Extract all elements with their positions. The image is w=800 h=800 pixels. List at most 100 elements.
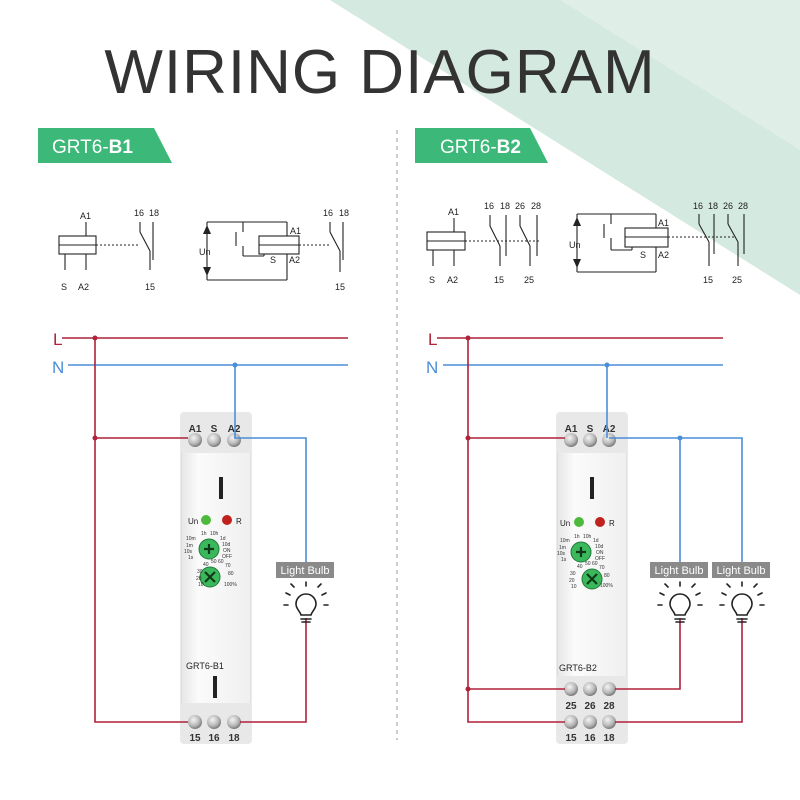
- b1-bulb-label: Light Bulb: [281, 565, 330, 577]
- b1-term-15: 15: [189, 733, 201, 744]
- b2-wire-l-drop: [467, 338, 565, 723]
- b2-wire-a2-bulbs: [609, 437, 743, 568]
- svg-text:10s: 10s: [557, 551, 566, 557]
- b1-bulb: Light Bulb: [276, 562, 334, 623]
- b2-sch2-25: 25: [732, 275, 742, 285]
- b2-term-28: 28: [603, 701, 615, 712]
- page-title: WIRING DIAGRAM: [104, 38, 655, 107]
- svg-text:ON: ON: [223, 548, 231, 554]
- b2-dial-percent-scale: 40 50 60 70 80 100% 30 20 10: [569, 561, 613, 590]
- svg-text:80: 80: [604, 573, 610, 579]
- b1-top-terminal-labels: A1 S A2: [189, 424, 241, 435]
- b2-bulb-1-label: Light Bulb: [655, 565, 704, 577]
- b2-line-n-label: N: [426, 358, 438, 377]
- lightbulb-icon: [719, 581, 765, 623]
- svg-text:10: 10: [571, 584, 577, 590]
- b1-sch2-a1: A1: [290, 226, 301, 236]
- svg-text:1m: 1m: [186, 543, 193, 549]
- b1-led-un: [201, 515, 211, 525]
- b1-schematic-arrow: [203, 225, 211, 276]
- svg-text:60: 60: [592, 561, 598, 567]
- b2-sch-15: 15: [494, 275, 504, 285]
- svg-text:100%: 100%: [224, 582, 237, 588]
- svg-text:1h: 1h: [201, 531, 207, 537]
- b1-line-n-label: N: [52, 358, 64, 377]
- b1-sch-15: 15: [145, 282, 155, 292]
- svg-text:1h: 1h: [574, 534, 580, 540]
- lightbulb-icon: [657, 581, 703, 623]
- b1-device-label: GRT6-B1: [186, 661, 224, 671]
- ribbon-b1: GRT6-B1: [38, 128, 172, 163]
- svg-text:40: 40: [577, 564, 583, 570]
- b2-top-terminal-labels: A1 S A2: [565, 424, 616, 435]
- b1-dial-percent-scale: 40 50 60 70 80 100% 30 20 10: [196, 559, 237, 588]
- b1-relay-device: [180, 412, 252, 744]
- b2-term-a2: A2: [603, 424, 616, 435]
- svg-text:20: 20: [569, 578, 575, 584]
- b2-wire-bulb1-28: [615, 618, 681, 690]
- b1-term-16: 16: [208, 733, 220, 744]
- ribbon-b1-label: GRT6-B1: [52, 137, 133, 158]
- b1-wire-bulb-18: [240, 618, 307, 723]
- b2-sch-a2: A2: [447, 275, 458, 285]
- b2-term-a1: A1: [565, 424, 578, 435]
- b2-sch2-16: 16: [693, 201, 703, 211]
- b1-sch2-un: Un: [199, 247, 211, 257]
- b2-dial-time-scale: 10m 1h 10h 1d 10d ON OFF 1m 10s 1s: [557, 534, 605, 563]
- svg-text:10h: 10h: [583, 534, 592, 540]
- svg-text:50: 50: [585, 561, 591, 567]
- svg-text:10h: 10h: [210, 531, 219, 537]
- b2-sch2-28: 28: [738, 201, 748, 211]
- b2-term-26: 26: [584, 701, 596, 712]
- b1-sch-s: S: [61, 282, 67, 292]
- b1-bottom-terminal-labels: 15 16 18: [189, 733, 240, 744]
- svg-text:ON: ON: [596, 550, 604, 556]
- b1-sch2-a2: A2: [289, 255, 300, 265]
- b2-led-r: [595, 517, 605, 527]
- b2-schematic-labels: A1 S A2 16 18 26 28 15 25 A1 S A2 Un 16 …: [429, 201, 748, 285]
- svg-text:70: 70: [225, 563, 231, 569]
- svg-text:70: 70: [599, 565, 605, 571]
- svg-text:OFF: OFF: [222, 554, 232, 560]
- b2-schematic-arrow: [573, 217, 581, 268]
- b2-sch2-a2: A2: [658, 250, 669, 260]
- b1-sch2-15: 15: [335, 282, 345, 292]
- svg-text:10: 10: [198, 582, 204, 588]
- svg-text:40: 40: [203, 562, 209, 568]
- b1-wire-l-drop: [94, 338, 188, 723]
- b1-sch-18: 18: [149, 208, 159, 218]
- b2-sch-16: 16: [484, 201, 494, 211]
- b2-schematic: [426, 213, 745, 273]
- svg-text:100%: 100%: [600, 583, 613, 589]
- svg-text:1m: 1m: [559, 545, 566, 551]
- b2-bulb-2: Light Bulb: [712, 562, 770, 623]
- b2-sch-18: 18: [500, 201, 510, 211]
- b2-sch-28: 28: [531, 201, 541, 211]
- svg-text:1d: 1d: [220, 536, 226, 542]
- svg-text:60: 60: [218, 559, 224, 565]
- b2-sch-26: 26: [515, 201, 525, 211]
- b2-term-25: 25: [565, 701, 577, 712]
- b1-sch-16: 16: [134, 208, 144, 218]
- b1-schematic-labels: A1 S A2 16 18 15 A1 S A2 Un 16 18 15: [61, 208, 349, 292]
- svg-text:20: 20: [196, 576, 202, 582]
- b2-sch-25: 25: [524, 275, 534, 285]
- svg-text:1s: 1s: [561, 557, 567, 563]
- b2-term-s: S: [587, 424, 594, 435]
- svg-text:1s: 1s: [188, 555, 194, 561]
- b1-led-un-label: Un: [188, 517, 198, 526]
- svg-text:30: 30: [570, 571, 576, 577]
- b1-wire-a2-bulb: [234, 437, 307, 568]
- b1-line-l-label: L: [53, 330, 62, 349]
- b2-sch2-a1: A1: [658, 218, 669, 228]
- b1-sch-a1: A1: [80, 211, 91, 221]
- b1-sch-a2: A2: [78, 282, 89, 292]
- svg-text:OFF: OFF: [595, 556, 605, 562]
- svg-text:10d: 10d: [222, 542, 231, 548]
- b2-term-18: 18: [603, 733, 615, 744]
- svg-text:10m: 10m: [560, 538, 570, 544]
- b1-wires: [62, 335, 348, 723]
- b2-term-16: 16: [584, 733, 596, 744]
- svg-text:80: 80: [228, 571, 234, 577]
